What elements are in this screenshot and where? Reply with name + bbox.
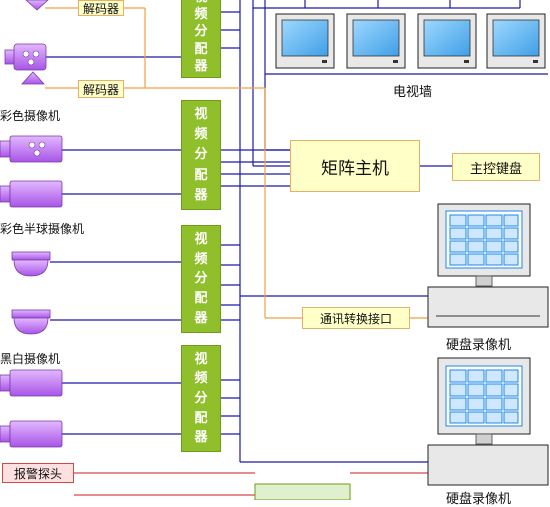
splitter-char: 配 (194, 291, 208, 307)
splitter-char: 频 (194, 251, 208, 267)
tv-monitor (346, 13, 406, 69)
splitter-char: 分 (194, 24, 208, 40)
tv-wall (275, 13, 546, 69)
alarm-host-box (254, 483, 351, 500)
dvr-2-graphic (427, 357, 549, 486)
color-camera-2 (0, 180, 63, 208)
video-splitter-2: 视 频 分 配 器 (181, 100, 221, 210)
splitter-char: 器 (194, 58, 208, 74)
alarm-lines (74, 472, 430, 496)
signal-lines (44, 0, 548, 463)
splitter-char: 视 (194, 0, 207, 4)
color-dome-camera-label: 彩色半球摄像机 (0, 222, 85, 236)
comm-interface-box: 通讯转换接口 (302, 307, 410, 329)
color-camera-1 (0, 135, 63, 163)
main-keyboard-box: 主控键盘 (452, 153, 540, 181)
splitter-char: 器 (194, 430, 208, 446)
splitter-char: 视 (194, 107, 208, 123)
tv-monitor (417, 13, 477, 69)
dvr-2-label: 硬盘录像机 (446, 492, 512, 507)
alarm-probe-box: 报警探头 (2, 463, 74, 483)
matrix-host-box: 矩阵主机 (290, 140, 420, 192)
splitter-char: 频 (194, 7, 208, 23)
splitter-char: 配 (194, 41, 208, 57)
dome-camera-1 (11, 251, 51, 277)
pan-tilt-camera-1 (25, 0, 49, 11)
video-splitter-1: 视 频 分 配 器 (181, 0, 221, 78)
dvr-1-graphic (427, 203, 549, 328)
bw-camera-2 (0, 420, 63, 448)
tv-monitor (275, 13, 335, 69)
splitter-char: 视 (194, 351, 208, 367)
splitter-char: 分 (194, 271, 208, 287)
splitter-char: 配 (194, 167, 208, 183)
dvr-1-label: 硬盘录像机 (446, 338, 512, 353)
splitter-char: 器 (194, 187, 208, 203)
splitter-char: 配 (194, 410, 208, 426)
splitter-char: 器 (194, 311, 208, 327)
pan-tilt-camera-2 (4, 43, 47, 85)
video-splitter-4: 视 频 分 配 器 (181, 345, 221, 452)
splitter-char: 分 (194, 147, 208, 163)
decoder-box-2: 解码器 (78, 80, 124, 98)
bw-camera-1 (0, 369, 63, 397)
bw-camera-label: 黑白摄像机 (0, 352, 61, 366)
decoder-box-1: 解码器 (78, 0, 124, 16)
tv-monitor (486, 13, 546, 69)
video-splitter-3: 视 频 分 配 器 (181, 225, 221, 333)
splitter-char: 视 (194, 231, 208, 247)
splitter-char: 分 (194, 390, 208, 406)
dome-camera-2 (11, 309, 51, 335)
control-lines (45, 7, 430, 319)
splitter-char: 频 (194, 371, 208, 387)
splitter-char: 频 (194, 127, 208, 143)
tv-wall-label: 电视墙 (393, 85, 433, 100)
color-camera-label: 彩色摄像机 (0, 109, 61, 123)
